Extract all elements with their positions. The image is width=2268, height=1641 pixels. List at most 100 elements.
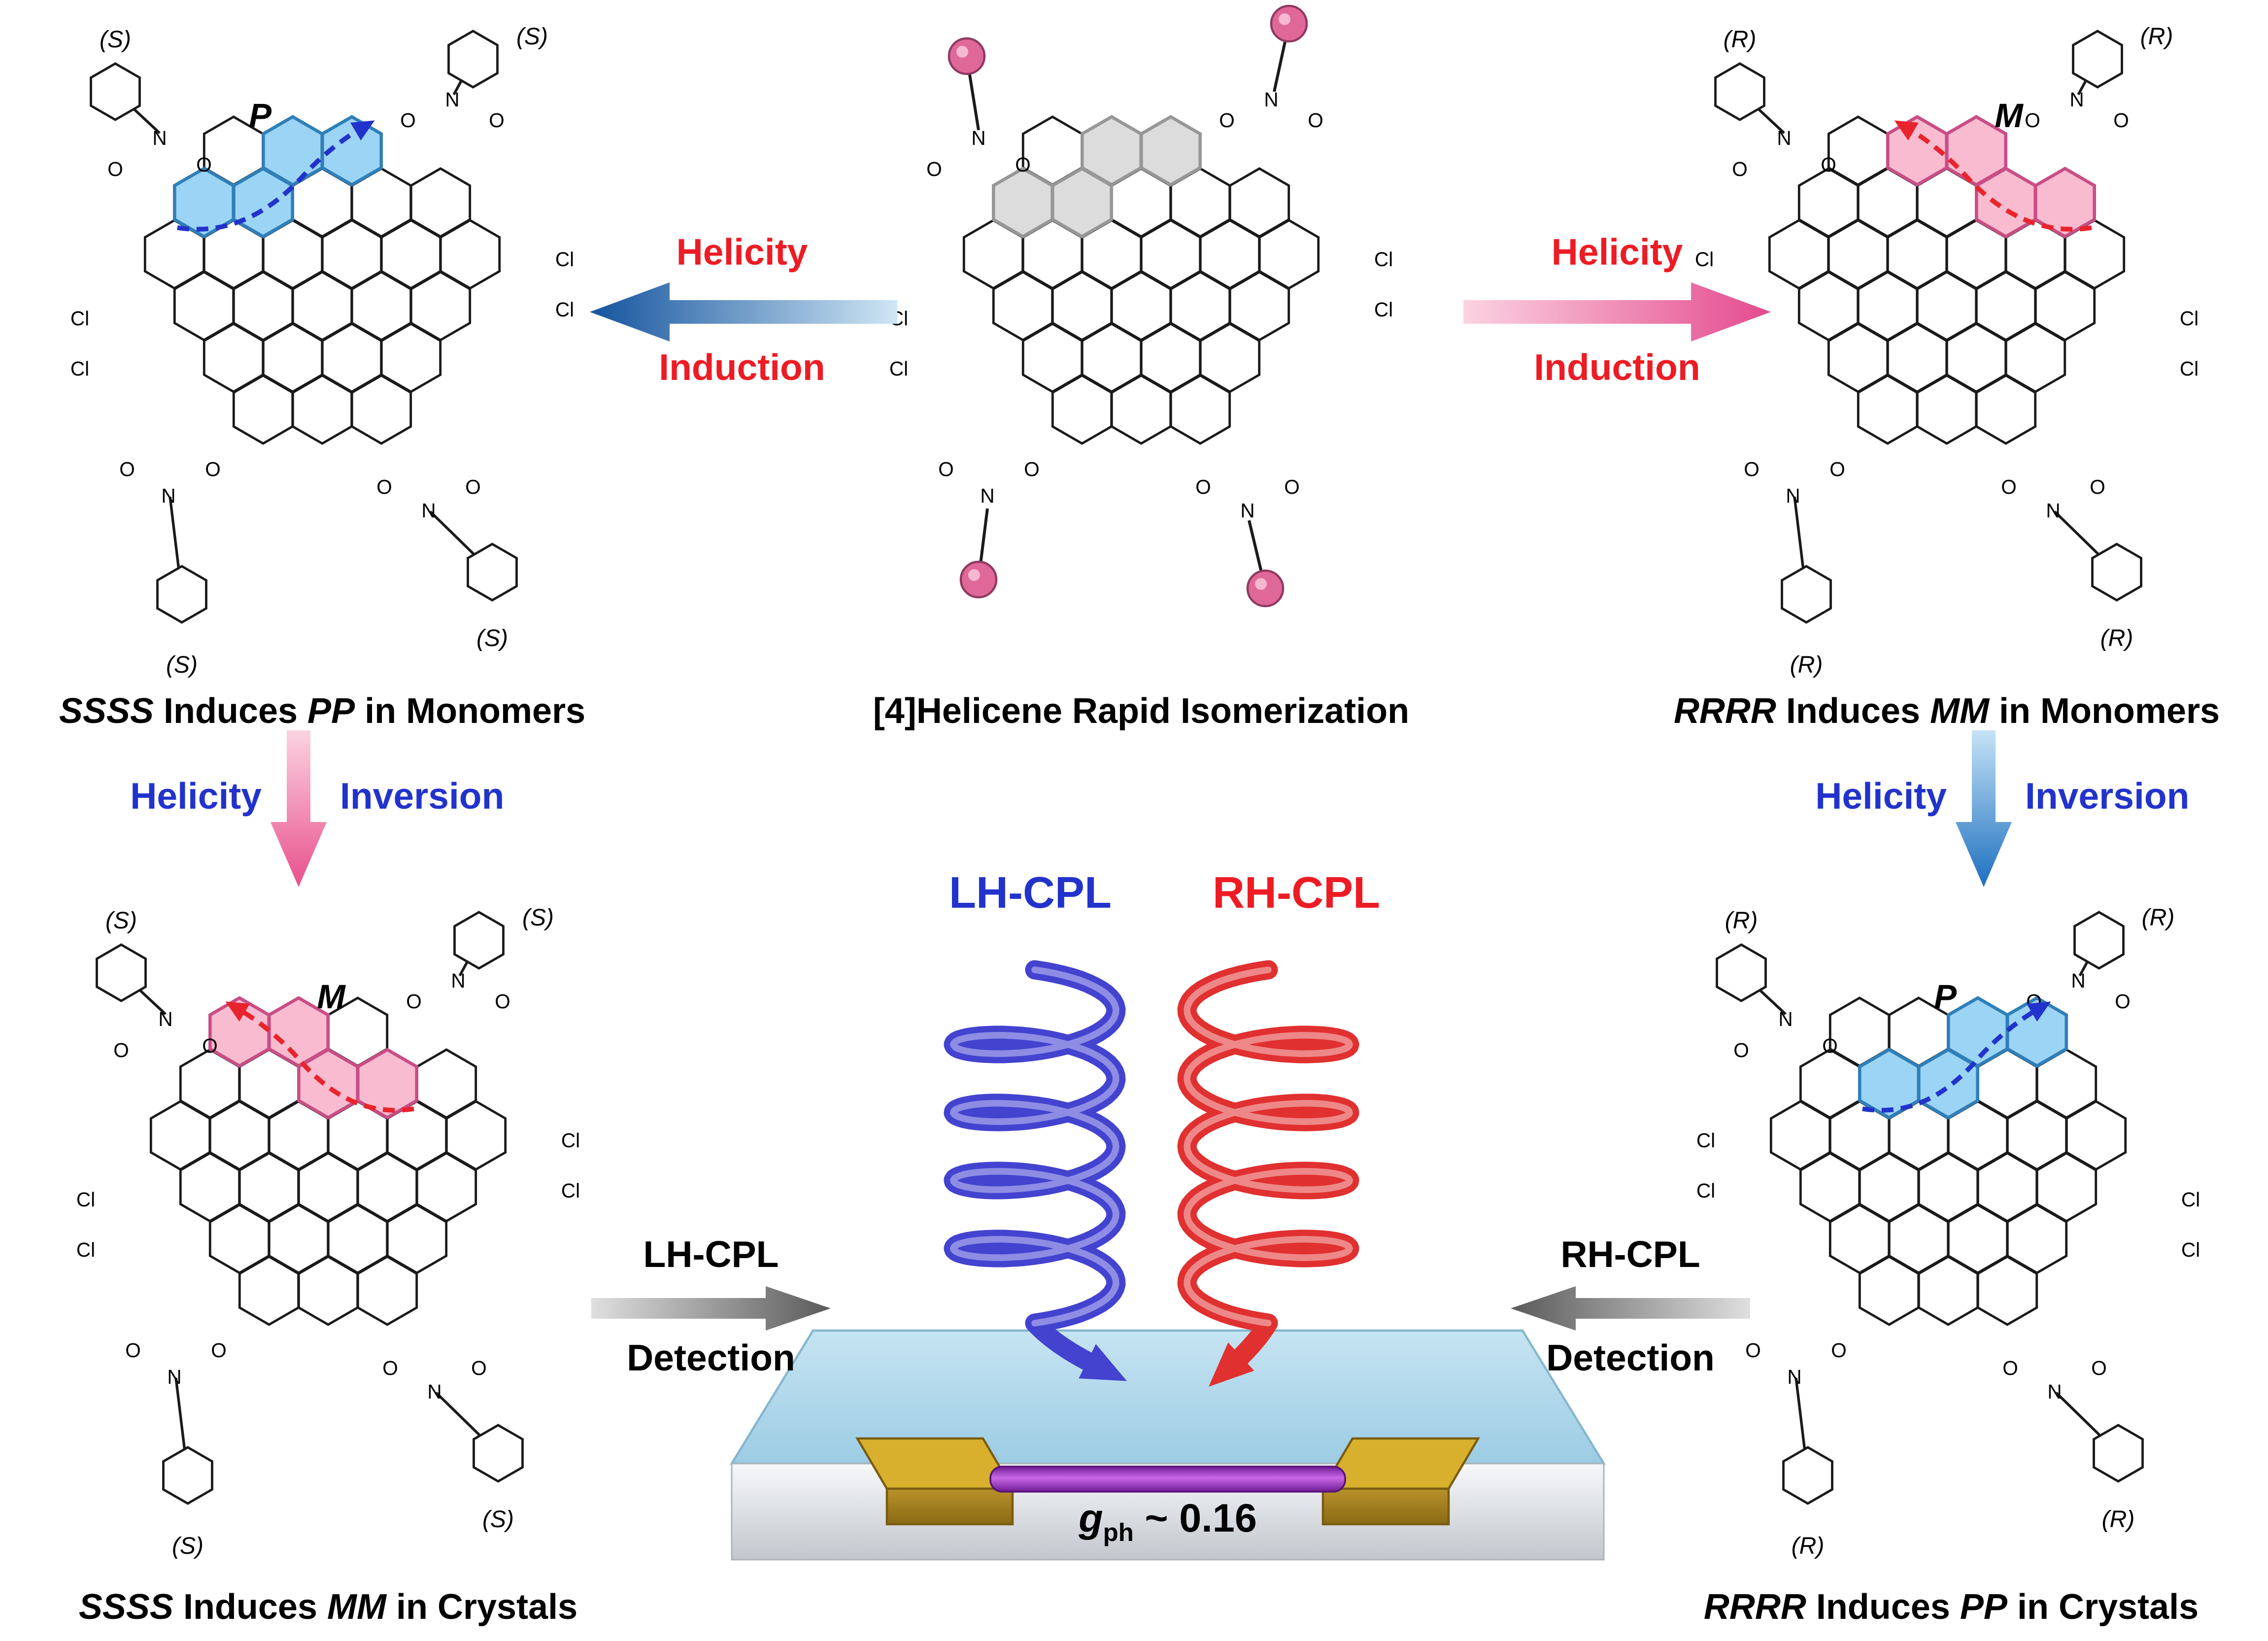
caption-text: Induces xyxy=(173,1588,328,1628)
atom-label: O xyxy=(1195,476,1211,498)
atom-label: O xyxy=(376,476,392,498)
cyclohexyl-ring xyxy=(1716,943,1767,1002)
atom-label: N xyxy=(1786,484,1800,507)
aromatic-ring xyxy=(1975,374,2037,445)
stereo-label: (R) xyxy=(1724,27,1757,53)
atom-label: O xyxy=(1219,109,1235,132)
helicity-dashed-arrow xyxy=(225,1001,414,1113)
atom-label: O xyxy=(2001,476,2017,498)
imide-substituent-ball xyxy=(959,560,998,599)
helicene-ring-highlight xyxy=(991,167,1054,239)
cyclohexyl-ring xyxy=(453,911,505,970)
atom-label: O xyxy=(1024,458,1040,480)
atom-label: O xyxy=(125,1339,141,1362)
atom-label: O xyxy=(489,109,505,132)
inversion-left-line2: Inversion xyxy=(340,776,505,818)
caption-top-right: RRRR Induces MM in Monomers xyxy=(1630,692,2263,733)
atom-label: O xyxy=(2113,109,2129,132)
detection-left-line1: LH-CPL xyxy=(643,1234,779,1276)
cpl-label-left: LH-CPL xyxy=(949,869,1112,918)
atom-label: N xyxy=(971,127,985,149)
atom-label: N xyxy=(1787,1366,1801,1388)
aromatic-ring xyxy=(1976,1255,2038,1326)
caption-text: in Crystals xyxy=(386,1588,578,1628)
atom-label: N xyxy=(167,1366,181,1388)
cyclohexyl-ring xyxy=(1714,62,1765,121)
caption-bottom-left: SSSS Induces MM in Crystals xyxy=(18,1588,639,1629)
atom-label: O xyxy=(107,158,123,180)
caption-text: Induces xyxy=(1806,1588,1960,1628)
helicene-ring-highlight xyxy=(1081,115,1143,187)
stereo-label: (S) xyxy=(522,905,554,931)
atom-label: O xyxy=(1284,476,1300,498)
stereo-label: (R) xyxy=(1725,908,1758,934)
induction-arrow-left xyxy=(589,281,897,341)
caption-stereo-label: RRRR xyxy=(1673,692,1776,732)
caption-text: [4]Helicene Rapid Isomerization xyxy=(873,692,1410,732)
down-arrow-shape xyxy=(271,730,327,887)
gph-value: gph ~ 0.16 xyxy=(695,1496,1641,1548)
atom-label: O xyxy=(471,1357,487,1379)
atom-label: O xyxy=(465,476,481,498)
atom-label: Cl xyxy=(555,248,574,271)
aromatic-ring xyxy=(1169,374,1231,445)
inversion-right-line2: Inversion xyxy=(2025,776,2190,818)
aromatic-ring xyxy=(350,374,412,445)
atom-label: Cl xyxy=(1696,1129,1715,1152)
detection-right-line2: Detection xyxy=(1546,1337,1715,1379)
stereo-label: (R) xyxy=(1790,652,1823,678)
atom-label: Cl xyxy=(2181,1188,2200,1211)
stereo-label: (S) xyxy=(172,1533,203,1559)
atom-label: O xyxy=(2002,1357,2018,1379)
caption-stereo-label: SSSS xyxy=(59,692,154,732)
stereo-label: (S) xyxy=(476,625,508,651)
caption-text: in Crystals xyxy=(2007,1588,2199,1628)
aromatic-ring xyxy=(356,1255,418,1326)
atom-label: Cl xyxy=(561,1129,580,1152)
atom-label: O xyxy=(938,458,954,480)
atom-label: N xyxy=(158,1008,172,1030)
atom-label: Cl xyxy=(76,1188,95,1211)
cyclohexyl-ring xyxy=(447,30,499,89)
atom-label: Cl xyxy=(2181,1238,2200,1261)
helicene-ring-highlight xyxy=(262,115,324,187)
atom-label: N xyxy=(1264,88,1278,111)
atom-label: O xyxy=(1308,109,1323,132)
helicity-dashed-arrow xyxy=(177,120,375,232)
atom-label: O xyxy=(2026,990,2042,1013)
atom-label: Cl xyxy=(70,307,89,330)
cyclohexyl-ring xyxy=(162,1446,213,1505)
caption-helicity-label: PP xyxy=(307,692,355,732)
caption-text: Induces xyxy=(1776,692,1930,732)
left-arrow-shape xyxy=(589,281,897,341)
stereo-label: (S) xyxy=(482,1506,514,1533)
lh-cpl-spiral-sheen xyxy=(949,966,1119,1327)
caption-text: in Monomers xyxy=(355,692,586,732)
gph-subscript: ph xyxy=(1103,1519,1134,1547)
rh-cpl-spiral-path xyxy=(1177,960,1359,1387)
gph-symbol: g xyxy=(1079,1496,1103,1540)
atom-label: Cl xyxy=(1374,248,1393,271)
atom-label: O xyxy=(211,1339,227,1362)
atom-label: O xyxy=(2090,476,2105,498)
atom-label: N xyxy=(451,969,465,992)
atom-label: Cl xyxy=(2180,307,2199,330)
inversion-right-line1: Helicity xyxy=(1815,776,1947,818)
atom-label: Cl xyxy=(70,357,89,380)
imide-substituent-ball xyxy=(948,37,986,75)
stereo-label: (R) xyxy=(2140,24,2173,50)
stereo-label: (R) xyxy=(2102,1506,2135,1533)
atom-label: O xyxy=(1831,1339,1847,1362)
helicity-induction-left: Helicity Induction xyxy=(581,233,903,389)
atom-label: Cl xyxy=(889,357,908,380)
atom-label: N xyxy=(2046,499,2060,522)
cyclohexyl-ring xyxy=(156,565,207,624)
atom-label: O xyxy=(196,153,212,176)
inversion-arrow-left xyxy=(271,730,327,887)
detection-left-line2: Detection xyxy=(627,1337,795,1379)
